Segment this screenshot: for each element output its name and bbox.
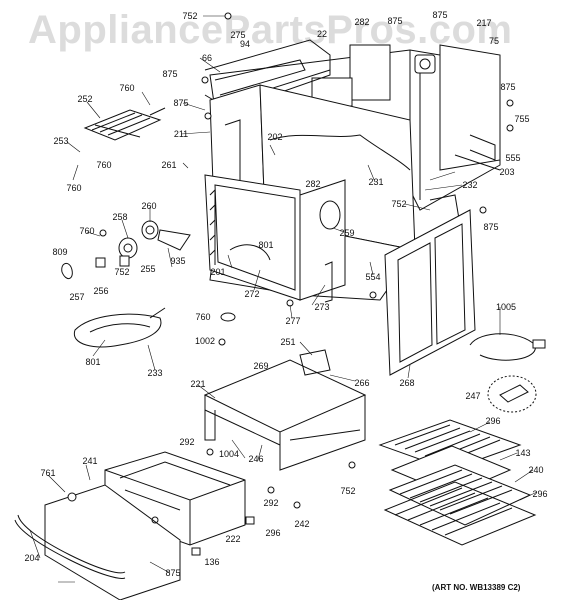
callout-label: 875: [500, 82, 516, 92]
callout-label: 875: [483, 222, 499, 232]
callout-label: 221: [190, 379, 206, 389]
callout-label: 257: [69, 292, 85, 302]
fasteners: [100, 13, 513, 555]
callout-label: 277: [285, 316, 301, 326]
bake-element: [74, 308, 165, 347]
callout-label: 801: [258, 240, 274, 250]
callout-label: 222: [225, 534, 241, 544]
callout-label: 204: [24, 553, 40, 563]
leader-lines: [30, 16, 537, 582]
callout-label: 143: [515, 448, 531, 458]
bracket-detail: [488, 376, 536, 412]
callout-label: 66: [201, 53, 213, 63]
callout-label: 1002: [194, 336, 216, 346]
callout-label: 203: [499, 167, 515, 177]
drawer-front: [15, 485, 180, 600]
callout-label: 246: [248, 454, 264, 464]
callout-label: 247: [465, 391, 481, 401]
callout-label: 253: [53, 136, 69, 146]
callout-label: 752: [182, 11, 198, 21]
callout-label: 273: [314, 302, 330, 312]
callout-label: 260: [141, 201, 157, 211]
art-number: (ART NO. WB13389 C2): [432, 583, 521, 592]
callout-label: 211: [173, 129, 189, 139]
callout-label: 296: [532, 489, 548, 499]
callout-label: 809: [52, 247, 68, 257]
callout-label: 258: [112, 212, 128, 222]
callout-label: 202: [267, 132, 283, 142]
callout-label: 201: [210, 267, 226, 277]
callout-label: 233: [147, 368, 163, 378]
side-panel: [385, 210, 475, 375]
callout-label: 760: [96, 160, 112, 170]
oven-racks: [385, 465, 535, 545]
callout-label: 136: [204, 557, 220, 567]
callout-label: 875: [162, 69, 178, 79]
callout-label: 217: [476, 18, 492, 28]
callout-label: 755: [514, 114, 530, 124]
callout-label: 752: [340, 486, 356, 496]
callout-label: 760: [79, 226, 95, 236]
callout-label: 240: [528, 465, 544, 475]
callout-label: 275: [230, 30, 246, 40]
callout-label: 266: [354, 378, 370, 388]
callout-label: 255: [140, 264, 156, 274]
callout-label: 1004: [218, 449, 240, 459]
callout-label: 269: [253, 361, 269, 371]
callout-label: 296: [485, 416, 501, 426]
callout-label: 935: [170, 256, 186, 266]
callout-label: 256: [93, 286, 109, 296]
callout-label: 251: [280, 337, 296, 347]
front-frame: [205, 175, 345, 302]
watermark: AppliancePartsPros.com: [28, 8, 513, 52]
callout-label: 875: [165, 568, 181, 578]
callout-label: 75: [488, 36, 500, 46]
callout-label: 554: [365, 272, 381, 282]
callout-label: 241: [82, 456, 98, 466]
callout-label: 801: [85, 357, 101, 367]
callout-label: 292: [263, 498, 279, 508]
callout-label: 282: [305, 179, 321, 189]
callout-label: 760: [195, 312, 211, 322]
callout-label: 292: [179, 437, 195, 447]
callout-label: 261: [161, 160, 177, 170]
callout-label: 252: [77, 94, 93, 104]
callout-label: 752: [391, 199, 407, 209]
power-cord: [470, 334, 545, 360]
callout-label: 242: [294, 519, 310, 529]
drawer-housing: [205, 350, 365, 470]
callout-label: 259: [339, 228, 355, 238]
callout-label: 232: [462, 180, 478, 190]
callout-label: 272: [244, 289, 260, 299]
callout-label: 268: [399, 378, 415, 388]
callout-label: 752: [114, 267, 130, 277]
callout-label: 282: [354, 17, 370, 27]
callout-label: 760: [119, 83, 135, 93]
callout-label: 875: [432, 10, 448, 20]
callout-label: 94: [239, 39, 251, 49]
callout-label: 875: [387, 16, 403, 26]
fan-assembly: [62, 221, 190, 279]
callout-label: 231: [368, 177, 384, 187]
callout-label: 1005: [495, 302, 517, 312]
callout-label: 875: [173, 98, 189, 108]
broil-element: [85, 108, 165, 140]
callout-label: 760: [66, 183, 82, 193]
callout-label: 296: [265, 528, 281, 538]
callout-label: 761: [40, 468, 56, 478]
callout-label: 555: [505, 153, 521, 163]
callout-label: 22: [316, 29, 328, 39]
